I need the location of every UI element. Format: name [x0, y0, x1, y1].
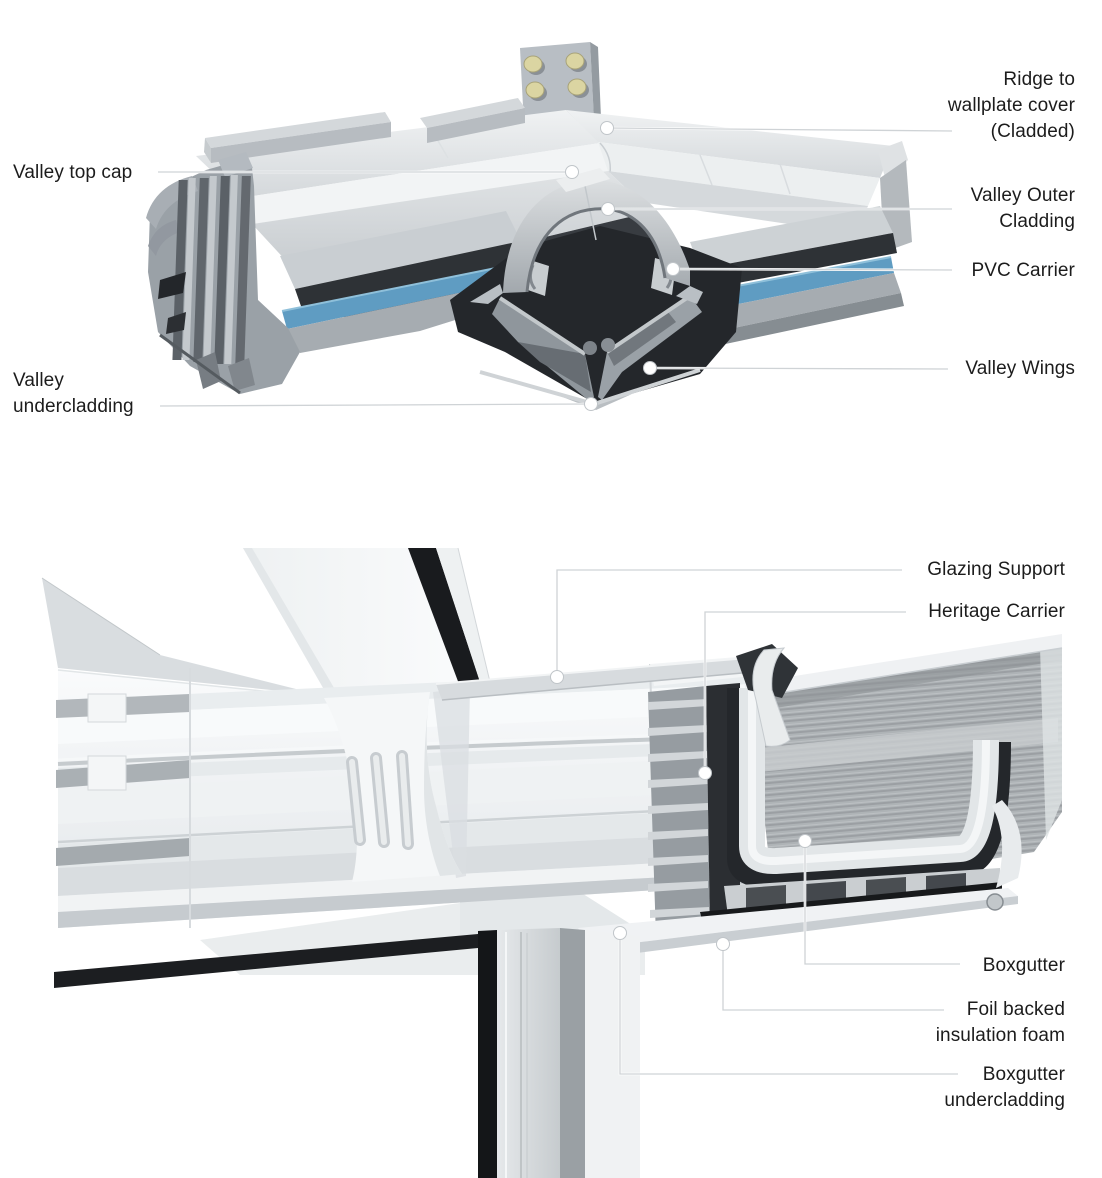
label-valley-top-cap: Valley top cap [13, 162, 133, 183]
label-foil-backed-insulation-foam: Foil backed insulation foam [935, 999, 1065, 1046]
label-glazing-support: Glazing Support [927, 559, 1065, 580]
boxgutter-assembly [578, 634, 1063, 958]
label-boxgutter-undercladding: Boxgutter undercladding [944, 1064, 1065, 1111]
gutter-end-boss [986, 893, 1004, 911]
label-valley-undercladding: Valley undercladding [13, 370, 134, 417]
wallplate-plate [520, 42, 601, 126]
leader-ridge-to-wallplate [606, 127, 953, 132]
leader-glazing-support [556, 569, 902, 677]
boxgutter-undercladding-strip [578, 888, 1018, 948]
window-mullion [478, 928, 640, 1178]
leader-pvc-carrier [672, 268, 953, 271]
glazing-bar-diagonal [243, 547, 491, 700]
leader-lines [158, 121, 960, 1076]
glazing-bar-stubs [204, 98, 525, 163]
leader-boxgutter [804, 841, 960, 965]
cornice-cut-end [56, 668, 191, 928]
valley-wings-shape [492, 294, 702, 400]
leader-heritage-carrier [704, 611, 906, 773]
plate-bolts [523, 52, 589, 101]
rib-channels [172, 175, 251, 366]
figure-valley [146, 42, 912, 410]
label-heritage-carrier: Heritage Carrier [928, 601, 1065, 622]
glazing-support-panel [435, 655, 776, 701]
leader-valley-wings [649, 367, 949, 370]
label-boxgutter: Boxgutter [982, 955, 1065, 976]
glazing-clamp [736, 644, 798, 747]
leader-dots [550, 121, 812, 951]
insulation-wrap [727, 688, 1011, 889]
label-ridge-to-wallplate-cover: Ridge to wallplate cover (Cladded) [947, 69, 1075, 142]
leader-boxgutter-undercladding [619, 933, 958, 1075]
transom-bar [54, 934, 478, 988]
heritage-carrier-cut [648, 686, 710, 938]
soffit-wedge [42, 578, 320, 695]
corbel-grooves [346, 750, 414, 850]
label-pvc-carrier: PVC Carrier [971, 260, 1075, 281]
figure-boxgutter [41, 547, 1063, 1178]
cover-panels [196, 110, 912, 252]
leader-valley-undercladding [159, 403, 592, 407]
corbel [324, 688, 470, 882]
leader-foil-backed [722, 944, 944, 1011]
glass-shadow-2 [460, 892, 640, 935]
label-valley-wings: Valley Wings [965, 358, 1075, 379]
label-valley-outer-cladding: Valley Outer Cladding [970, 185, 1075, 232]
left-cut-end-block [146, 152, 300, 395]
